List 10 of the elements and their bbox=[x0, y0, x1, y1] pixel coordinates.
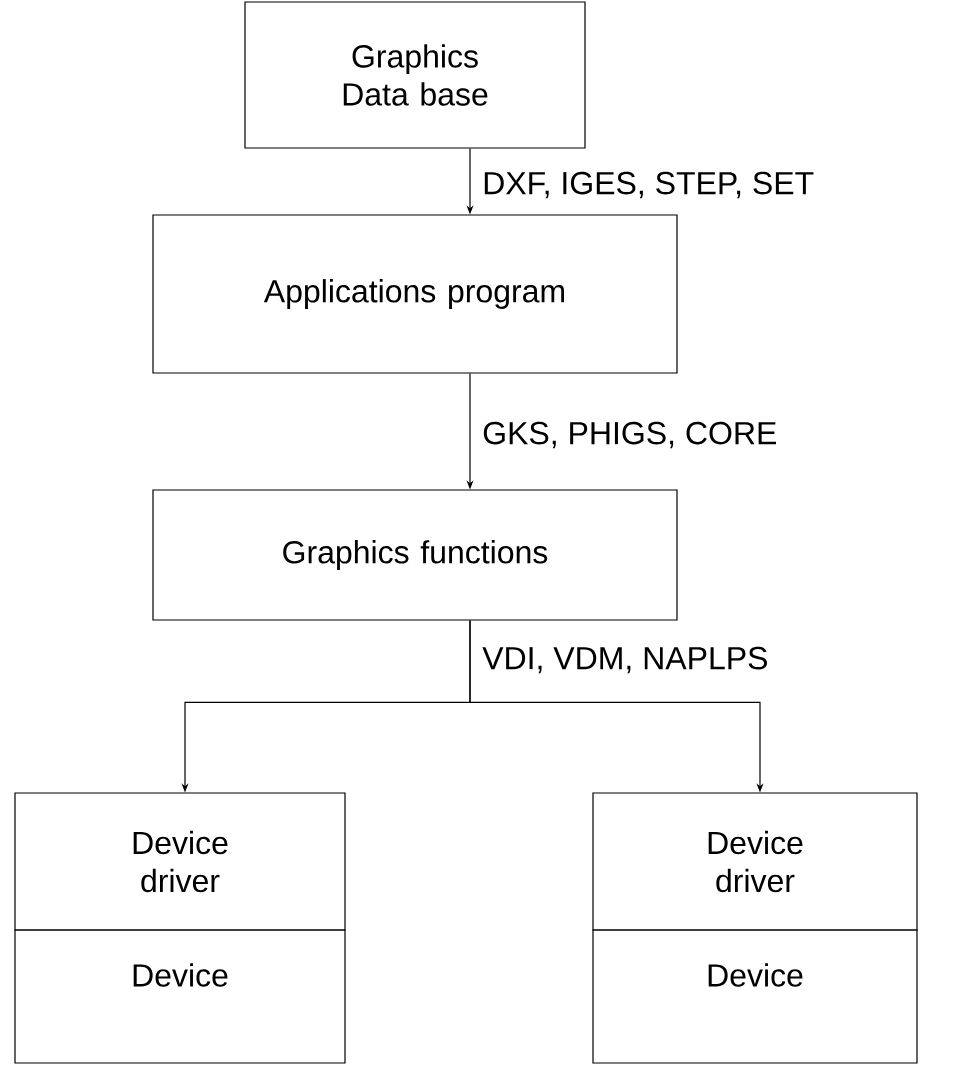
process-box: Device bbox=[592, 929, 918, 1064]
process-box: Applications program bbox=[152, 214, 678, 374]
process-box: Device bbox=[14, 929, 346, 1064]
process-box: Graphics Data base bbox=[244, 1, 586, 149]
edge-label: VDI, VDM, NAPLPS bbox=[480, 644, 771, 676]
process-box: Device driver bbox=[592, 792, 918, 931]
edge-label: DXF, IGES, STEP, SET bbox=[480, 169, 817, 201]
process-box: Graphics functions bbox=[152, 489, 678, 621]
edge-label: GKS, PHIGS, CORE bbox=[480, 419, 780, 451]
process-box: Device driver bbox=[14, 792, 346, 931]
